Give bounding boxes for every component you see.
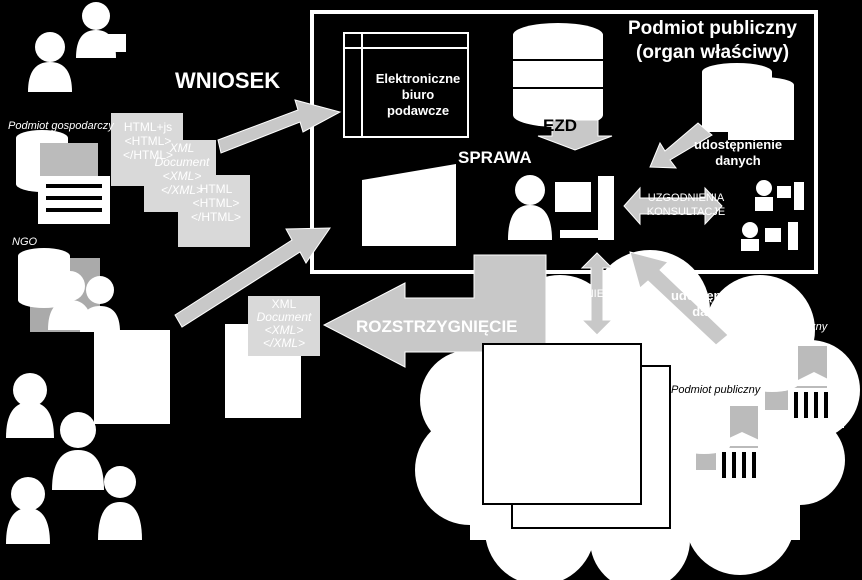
doc4-line3: <XML> — [264, 323, 304, 337]
sharing-bottom-line2: danych — [692, 304, 738, 319]
doc-html: HTML <HTML> </HTML> — [180, 182, 252, 224]
ezd-label: EZD — [543, 116, 577, 135]
sharing-top-line2: danych — [715, 153, 761, 168]
consult-line1: UZGODNIENIA — [647, 192, 725, 204]
ezd-database-icon — [513, 23, 603, 127]
public-body-frame — [310, 10, 818, 274]
business-label: Podmiot gospodarczy — [8, 120, 114, 132]
agree-label: UZGODNIENIA — [546, 288, 623, 300]
arrow-decision — [322, 254, 547, 368]
doc-html-js: HTML+js <HTML> </HTML> — [112, 120, 184, 162]
ngo-icon — [18, 248, 120, 332]
arrow-sharing-top — [649, 122, 713, 169]
public-body-title: Podmiot publiczny — [628, 18, 797, 39]
doc-sheets — [111, 113, 320, 356]
doc3-line1: HTML — [199, 182, 233, 196]
doc1-line2: <HTML> — [124, 134, 172, 148]
arrow-ezd-down — [537, 119, 613, 151]
arrow-request-to-case — [174, 227, 331, 328]
doc1-line1: HTML+js — [123, 120, 173, 134]
doc2-line2: Document — [154, 155, 210, 169]
sharing-top-label: udostępnienie danych — [680, 137, 796, 169]
doc-xml: XML Document <XML> </XML> — [146, 141, 218, 197]
data-server-icon — [702, 63, 794, 140]
electronic-office-icon — [343, 32, 469, 138]
doc2-line3: <XML> — [162, 169, 202, 183]
doc-xml-output: XML Document <XML> </XML> — [248, 298, 320, 350]
wniosek-label: WNIOSEK — [175, 68, 281, 93]
ngo-document — [94, 330, 170, 424]
case-folder-icon — [362, 164, 456, 246]
workstation-icon — [741, 180, 804, 251]
sharing-bottom-line1: udostępnienie — [670, 288, 760, 303]
cloud-documents — [482, 343, 671, 529]
arrow-consult — [623, 186, 723, 226]
doc2-line1: XML — [169, 141, 195, 155]
doc4-line1: XML — [271, 297, 297, 311]
consult-line2: KONSULTACJE — [646, 206, 726, 218]
arrow-agree — [580, 252, 614, 336]
doc4-line2: Document — [256, 310, 312, 324]
public-body-icon — [678, 332, 844, 488]
public-body-2-label: Podmiot publiczny — [671, 384, 761, 396]
public-body-subtitle: (organ właściwy) — [636, 42, 790, 63]
doc3-line2: <HTML> — [192, 196, 240, 210]
arrows — [174, 99, 729, 368]
doc4-line4: </XML> — [262, 336, 306, 350]
decision-label: ROZSTRZYGNIĘCIE — [356, 317, 518, 336]
office-line1: Elektroniczne — [375, 71, 461, 86]
business-icon — [16, 130, 110, 224]
sprawa-label: SPRAWA — [458, 148, 532, 167]
office-line3: podawcze — [386, 103, 450, 118]
doc2-line4: </XML> — [160, 183, 204, 197]
consult-label: UZGODNIENIA KONSULTACJE — [636, 191, 736, 219]
clerk-icon — [508, 175, 614, 240]
doc3-line3: </HTML> — [190, 210, 241, 224]
office-line2: biuro — [401, 87, 435, 102]
sharing-top-line1: udostępnienie — [693, 137, 783, 152]
arrow-sharing-bottom — [629, 251, 729, 346]
electronic-office-label: Elektroniczne biuro podawcze — [366, 71, 470, 119]
doc1-line3: </HTML> — [122, 148, 173, 162]
ngo-label: NGO — [12, 236, 38, 248]
sharing-bottom-label: udostępnienie danych — [667, 288, 763, 320]
public-body-1-label: Podmiot publiczny — [738, 321, 828, 333]
people-icons — [6, 2, 142, 544]
arrow-request-to-office — [217, 99, 342, 154]
